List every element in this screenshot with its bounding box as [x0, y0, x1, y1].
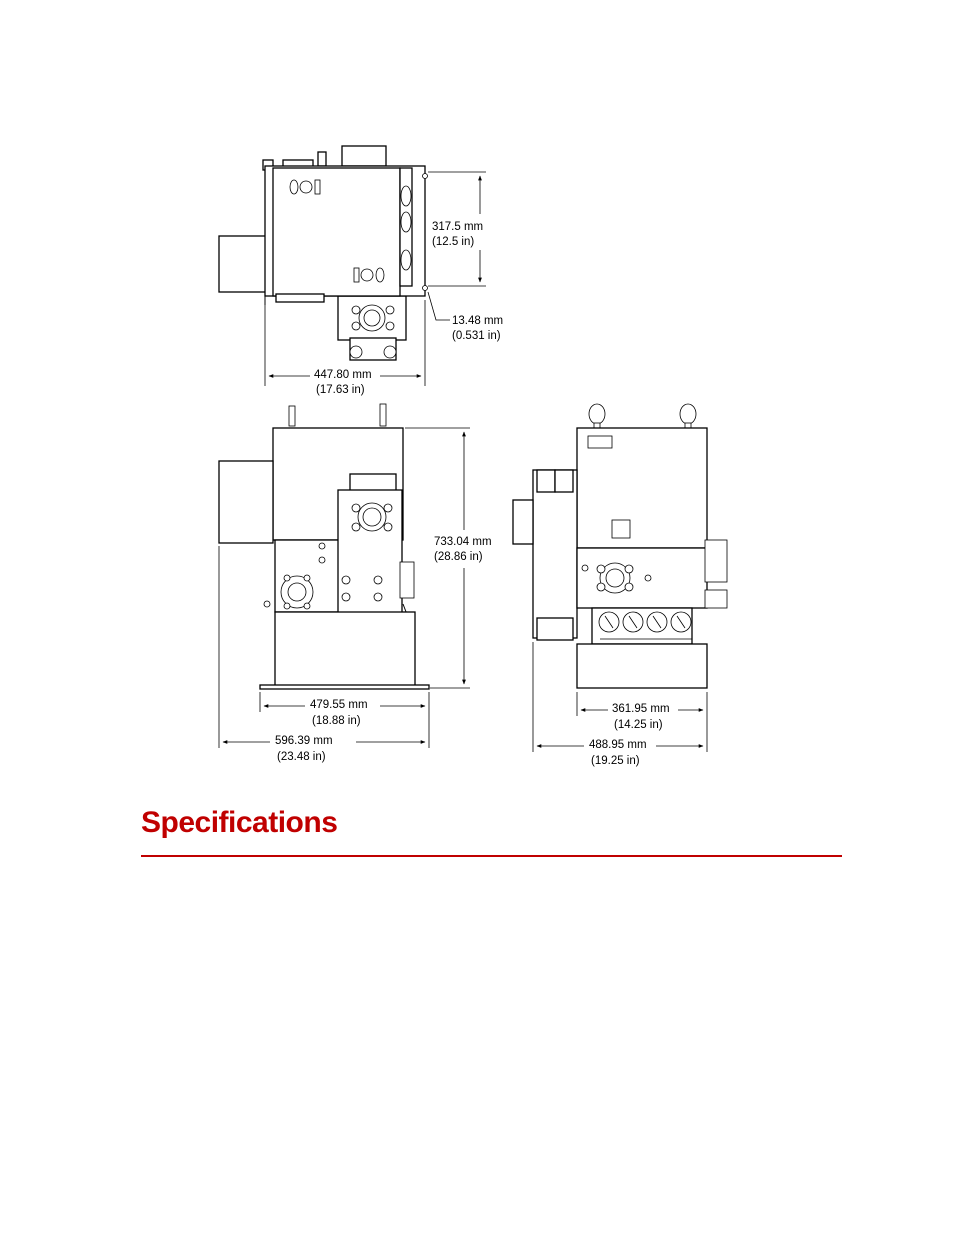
front-height-mm: 733.04 mm: [434, 536, 492, 548]
front-base-in: (18.88 in): [312, 715, 361, 727]
front-overall-in: (23.48 in): [277, 751, 326, 763]
top-offset-in: (0.531 in): [452, 330, 501, 342]
side-base-mm: 361.95 mm: [612, 703, 670, 715]
side-view: 361.95 mm (14.25 in) 488.95 mm (19.25 in…: [512, 403, 728, 767]
top-view: 317.5 mm (12.5 in) 13.48 mm (0.531 in) 4…: [218, 145, 503, 396]
top-offset-mm: 13.48 mm: [452, 315, 503, 327]
top-width-mm: 447.80 mm: [314, 369, 372, 381]
side-overall-in: (19.25 in): [591, 755, 640, 767]
top-height-mm: 317.5 mm: [432, 221, 483, 233]
front-overall-mm: 596.39 mm: [275, 735, 333, 747]
section-rule: [141, 855, 842, 857]
section-title: Specifications: [141, 806, 338, 839]
side-base-in: (14.25 in): [614, 719, 663, 731]
front-height-in: (28.86 in): [434, 551, 483, 563]
front-base-mm: 479.55 mm: [310, 699, 368, 711]
side-overall-mm: 488.95 mm: [589, 739, 647, 751]
top-width-in: (17.63 in): [316, 384, 365, 396]
dimension-drawing: 317.5 mm (12.5 in) 13.48 mm (0.531 in) 4…: [218, 145, 728, 767]
front-view: 733.04 mm (28.86 in) 479.55 mm (18.88 in…: [218, 403, 492, 763]
top-height-in: (12.5 in): [432, 236, 474, 248]
